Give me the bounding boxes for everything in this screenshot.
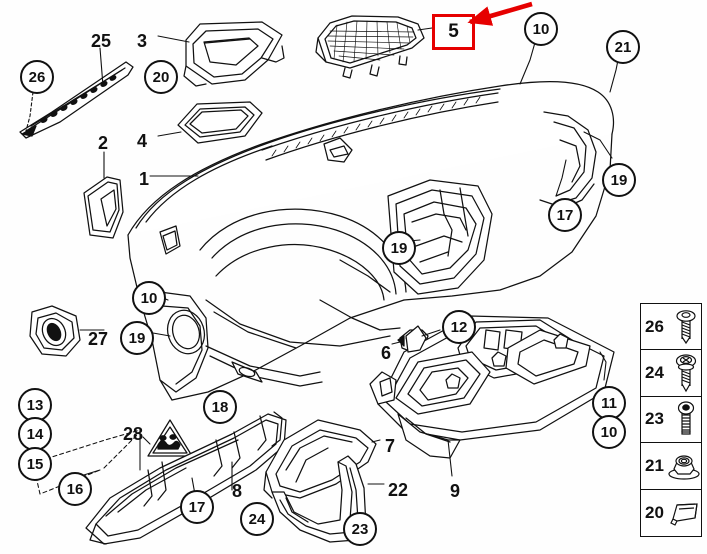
legend-row-23[interactable]: 23 bbox=[641, 397, 701, 444]
number-22[interactable]: 22 bbox=[388, 480, 409, 500]
cross-head-screw-with-washer-icon bbox=[671, 353, 701, 393]
legend-number-23: 23 bbox=[645, 409, 664, 429]
number-28[interactable]: 28 bbox=[123, 424, 144, 444]
callout-18[interactable]: 18 bbox=[203, 390, 237, 424]
callout-16[interactable]: 16 bbox=[58, 472, 92, 506]
callout-17-bottom[interactable]: 17 bbox=[180, 490, 214, 524]
callout-17-right[interactable]: 17 bbox=[548, 198, 582, 232]
callout-19-right[interactable]: 19 bbox=[602, 163, 636, 197]
number-27[interactable]: 27 bbox=[88, 329, 109, 349]
callout-19-left[interactable]: 19 bbox=[120, 321, 154, 355]
callout-10-right[interactable]: 10 bbox=[592, 415, 626, 449]
number-7[interactable]: 7 bbox=[385, 436, 396, 456]
part-22-lower-trim-strip bbox=[271, 455, 367, 543]
retaining-clip-icon bbox=[665, 499, 701, 527]
callout-10-left[interactable]: 10 bbox=[132, 281, 166, 315]
legend-number-20: 20 bbox=[645, 502, 664, 522]
part-4-vent-bezel bbox=[177, 101, 263, 144]
callout-14[interactable]: 14 bbox=[18, 417, 52, 451]
legend-row-20[interactable]: 20 bbox=[641, 490, 701, 536]
part-3-upper-vent-trim bbox=[183, 21, 285, 87]
number-6[interactable]: 6 bbox=[381, 343, 392, 363]
legend-row-24[interactable]: 24 bbox=[641, 350, 701, 397]
callout-26[interactable]: 26 bbox=[20, 60, 54, 94]
callout-20[interactable]: 20 bbox=[144, 60, 178, 94]
legend-number-21: 21 bbox=[645, 455, 664, 475]
torx-head-bolt-icon bbox=[671, 401, 701, 437]
flanged-hex-nut-icon bbox=[667, 452, 701, 480]
part-2-end-cap bbox=[83, 176, 124, 239]
callout-19-center[interactable]: 19 bbox=[382, 231, 416, 265]
part-28-airbag-warning-label bbox=[147, 419, 193, 457]
highlighted-callout-5[interactable]: 5 bbox=[432, 14, 475, 50]
number-4[interactable]: 4 bbox=[137, 131, 148, 151]
number-8[interactable]: 8 bbox=[232, 481, 243, 501]
callout-12[interactable]: 12 bbox=[442, 310, 476, 344]
callout-23-bottom[interactable]: 23 bbox=[343, 512, 377, 546]
callout-24-bottom[interactable]: 24 bbox=[240, 502, 274, 536]
legend-number-24: 24 bbox=[645, 363, 664, 383]
number-9[interactable]: 9 bbox=[450, 481, 461, 501]
legend-row-26[interactable]: 26 bbox=[641, 304, 701, 351]
pan-head-self-tapping-screw-icon bbox=[671, 309, 701, 345]
fastener-legend-table: 26 24 23 21 20 bbox=[640, 303, 702, 537]
part-7-console-trim bbox=[263, 419, 377, 499]
number-3[interactable]: 3 bbox=[137, 31, 148, 51]
legend-row-21[interactable]: 21 bbox=[641, 443, 701, 490]
part-9-glovebox-carrier bbox=[369, 315, 615, 459]
number-1[interactable]: 1 bbox=[139, 169, 150, 189]
number-2[interactable]: 2 bbox=[98, 133, 109, 153]
callout-21[interactable]: 21 bbox=[606, 30, 640, 64]
part-27-speaker-cover bbox=[29, 305, 81, 357]
part-8-knee-bolster bbox=[85, 411, 287, 545]
part-5-speaker-grille bbox=[315, 15, 425, 79]
callout-10-top[interactable]: 10 bbox=[524, 12, 558, 46]
number-25[interactable]: 25 bbox=[91, 31, 112, 51]
legend-number-26: 26 bbox=[645, 316, 664, 336]
callout-15[interactable]: 15 bbox=[18, 447, 52, 481]
part-25-defroster-strip bbox=[19, 61, 134, 139]
